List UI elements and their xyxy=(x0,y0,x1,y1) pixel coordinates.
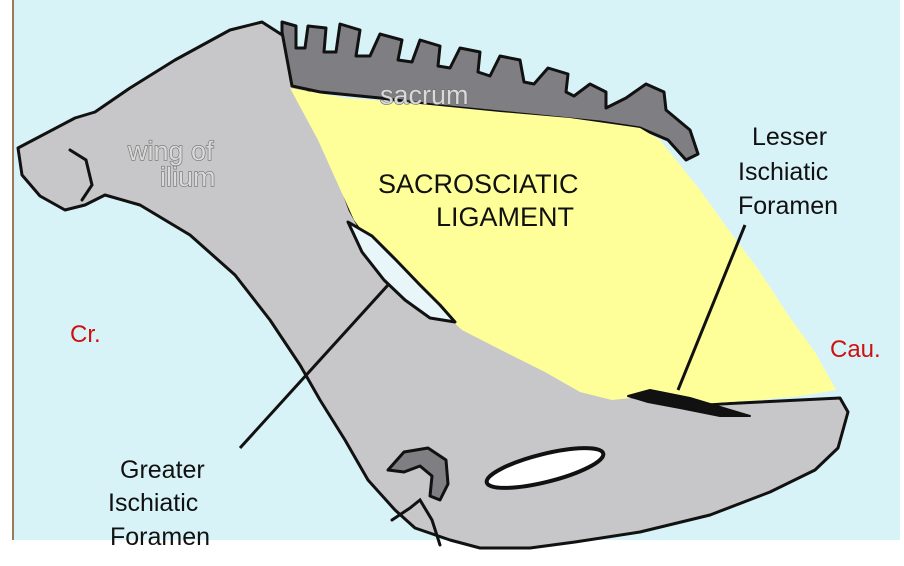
ligament-label-line1: SACROSCIATIC xyxy=(378,169,579,199)
caudal-label: Cau. xyxy=(830,336,881,363)
greater-foramen-label-line1: Greater xyxy=(120,456,205,484)
cranial-label: Cr. xyxy=(70,321,101,348)
greater-foramen-label-line3: Foramen xyxy=(110,523,210,551)
lesser-foramen-label-line2: Ischiatic xyxy=(738,158,828,186)
greater-foramen-label-line2: Ischiatic xyxy=(108,489,198,517)
lesser-foramen-label-line3: Foramen xyxy=(738,192,838,220)
sacrum-label: sacrum xyxy=(380,80,469,110)
lesser-foramen-label-line1: Lesser xyxy=(752,123,827,151)
ligament-label-line2: LIGAMENT xyxy=(436,202,574,232)
wing-of-ilium-label-line2: ilium xyxy=(160,162,216,192)
